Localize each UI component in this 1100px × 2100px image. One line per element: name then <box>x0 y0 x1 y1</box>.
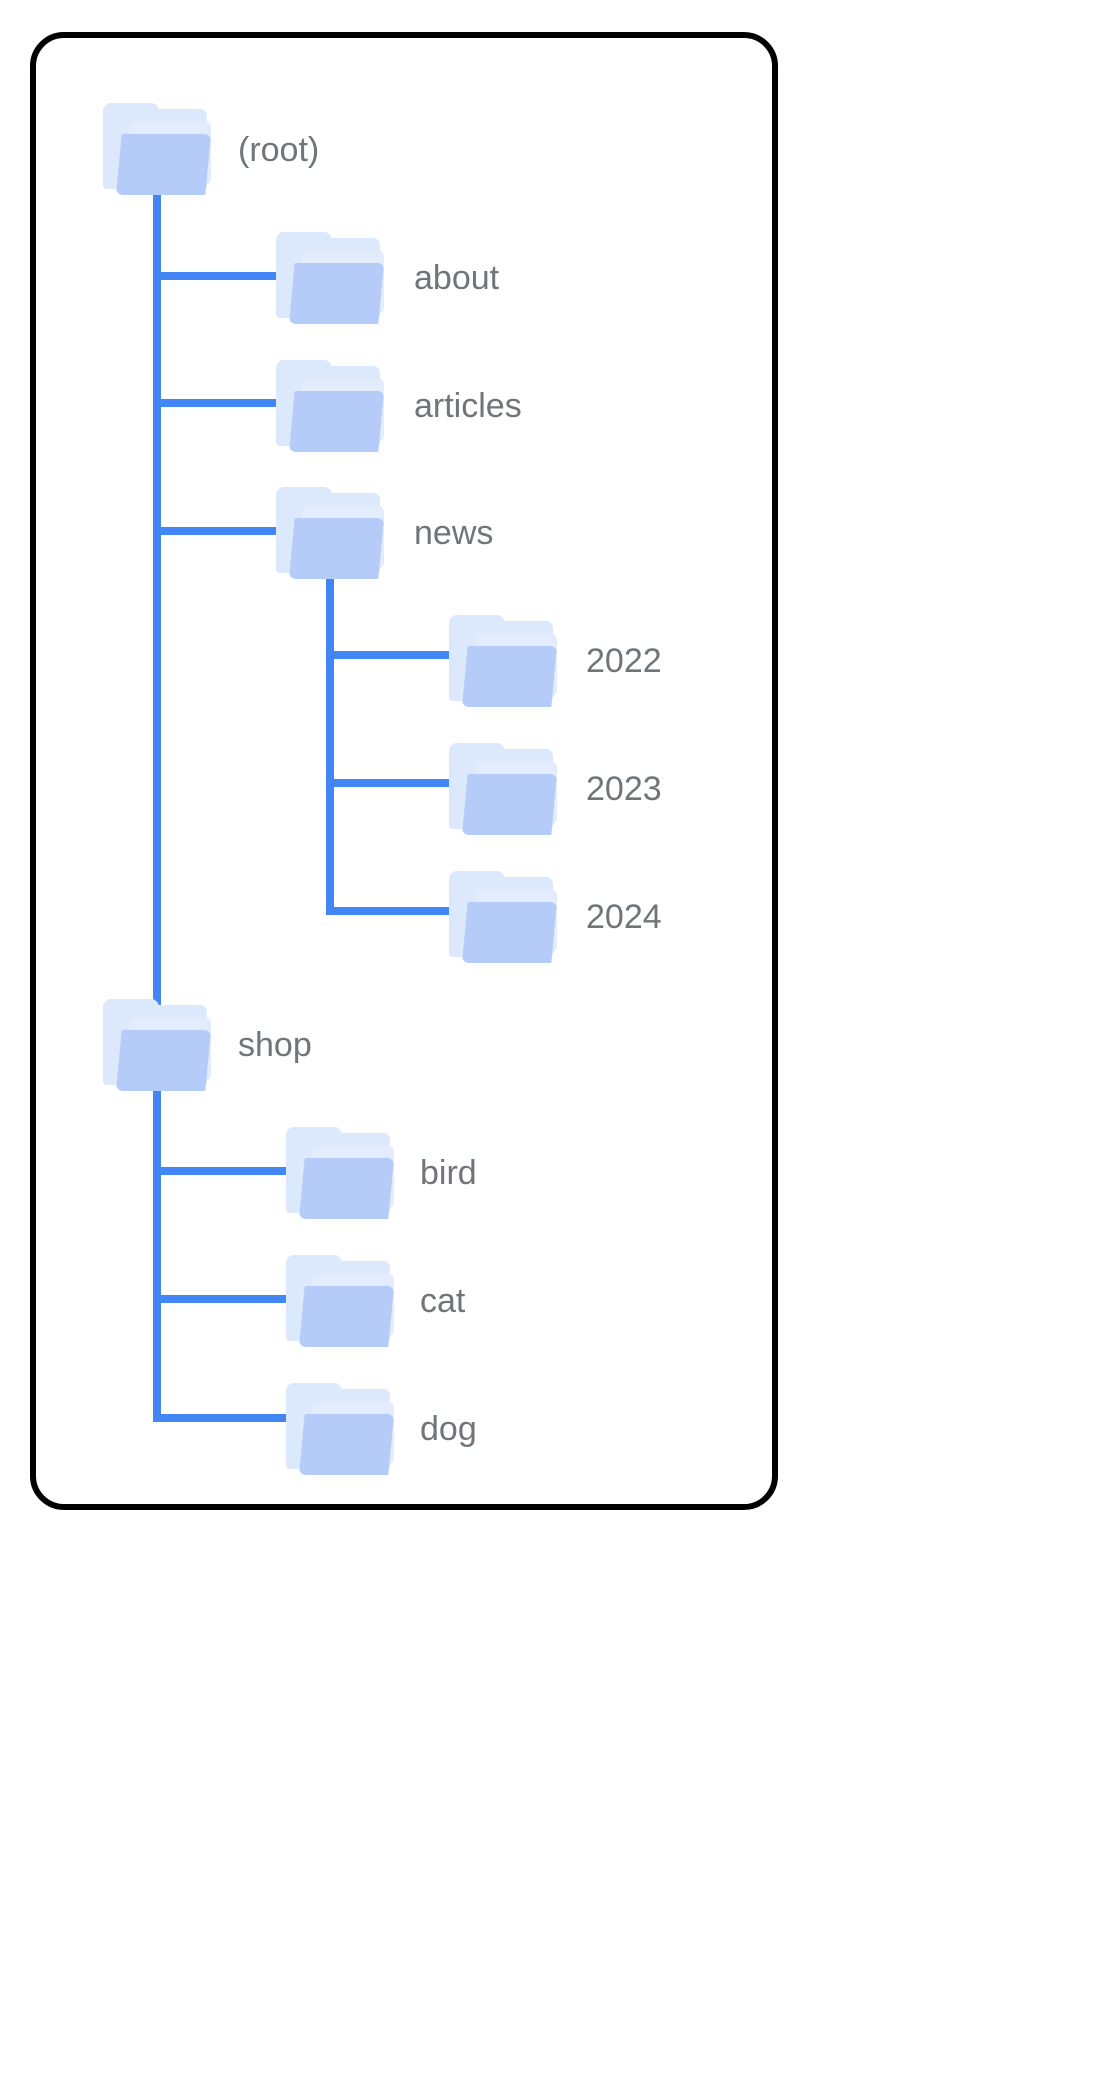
diagram-card <box>30 32 778 1510</box>
